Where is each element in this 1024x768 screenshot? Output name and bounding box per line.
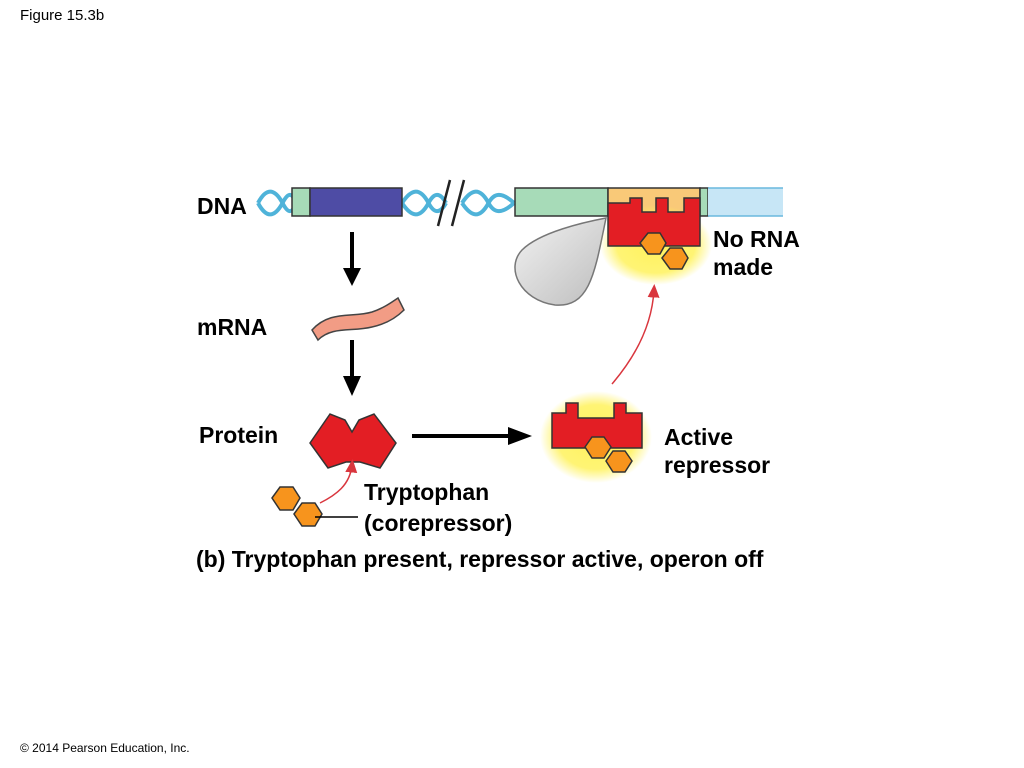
protein-to-active-arrow — [412, 427, 532, 445]
figure-label: Figure 15.3b — [20, 7, 105, 24]
active-repressor-shape — [551, 402, 643, 449]
dna-promoter-segment — [514, 187, 609, 217]
figure-caption: (b) Tryptophan present, repressor active… — [196, 546, 764, 572]
mrna-to-protein-arrow — [343, 340, 361, 396]
copyright-notice: © 2014 Pearson Education, Inc. — [20, 741, 190, 755]
dna-green-segment-left — [291, 187, 311, 217]
free-tryptophan-shape — [271, 486, 323, 527]
rna-polymerase-shape — [514, 217, 607, 306]
dna-trp-genes-segment — [708, 188, 783, 216]
dna-label: DNA — [197, 193, 247, 219]
dna-strand — [256, 179, 783, 227]
tryptophan-corepressor-label: Tryptophan(corepressor) — [364, 479, 513, 536]
mrna-strand-shape — [311, 296, 405, 342]
mrna-label: mRNA — [197, 314, 268, 340]
inactive-repressor-shape — [309, 413, 397, 469]
repressor-binding-arrow — [611, 284, 660, 385]
dna-to-mrna-arrow — [343, 232, 361, 286]
dna-helix-middle — [400, 189, 516, 217]
bound-tryptophan-shape — [639, 232, 689, 270]
dna-break-mark — [436, 179, 466, 227]
bound-repressor-shape — [607, 197, 701, 247]
dna-gene-segment — [309, 187, 403, 217]
dna-helix-left — [256, 189, 298, 217]
dna-green-segment-right — [699, 187, 709, 217]
protein-label: Protein — [199, 422, 279, 448]
active-tryptophan-shape — [584, 436, 633, 473]
tryptophan-binding-arrow — [319, 459, 358, 504]
